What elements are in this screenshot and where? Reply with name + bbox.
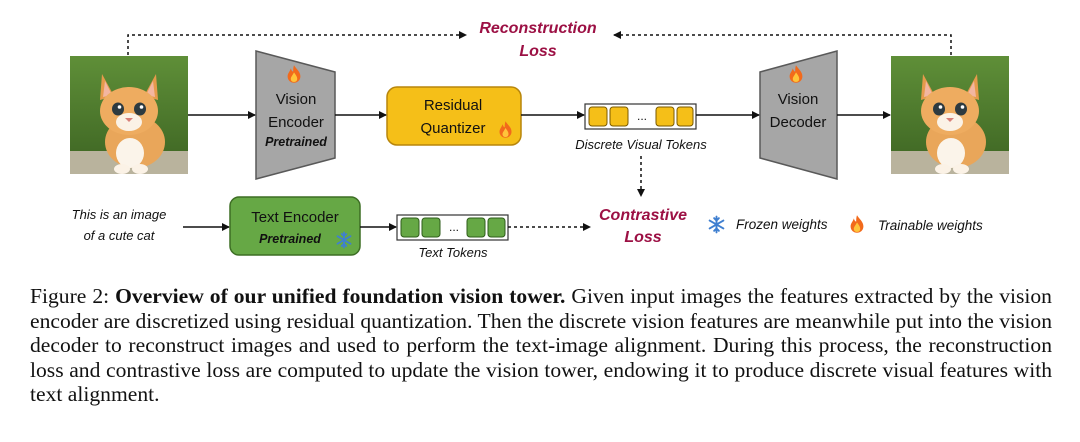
text-encoder-block [229,196,361,256]
fire-icon [850,215,864,233]
vision-decoder-block [759,50,838,180]
figure-caption: Figure 2: Overview of our unified founda… [30,284,1052,407]
text-token [466,217,486,238]
caption-body: Given input images the features extracte… [30,284,1052,407]
vision-decoder-label-1: Vision [778,91,819,108]
caption-figure-label: Figure 2: [30,284,110,308]
text-token [487,217,506,238]
visual-token [609,106,629,127]
vision-encoder-label-2: Encoder [268,114,324,131]
text-token-ellipsis: ... [449,220,459,234]
text-token [400,217,420,238]
reconstruction-arrow-right [613,31,952,55]
architecture-diagram: Reconstruction Loss Vision Encoder Pretr… [70,20,1009,260]
residual-quantizer-label-1: Residual [424,97,482,114]
visual-token [588,106,608,127]
contrastive-loss-label-2: Loss [624,229,661,246]
text-tokens-label: Text Tokens [418,245,488,260]
discrete-visual-tokens-label: Discrete Visual Tokens [575,137,707,152]
text-token [421,217,441,238]
contrastive-loss-label-1: Contrastive [599,207,687,224]
legend-trainable-weights: Trainable weights [878,218,983,233]
reconstruction-arrow-left [127,31,467,55]
residual-quantizer-label-2: Quantizer [420,120,485,137]
vision-encoder-label-1: Vision [276,91,317,108]
output-kitten-image [891,56,1009,174]
text-input-line-2: of a cute cat [84,228,156,243]
vision-decoder-label-2: Decoder [770,114,827,131]
visual-token [655,106,675,127]
visual-token [676,106,694,127]
input-kitten-image [70,56,188,174]
residual-quantizer-block [386,86,522,146]
visual-token-ellipsis: ... [637,109,647,123]
text-encoder-label: Text Encoder [251,209,339,226]
snowflake-icon [708,215,725,234]
reconstruction-loss-label-2: Loss [519,43,556,60]
vision-encoder-pretrained-tag: Pretrained [265,135,327,149]
vision-encoder-block [255,50,336,180]
text-input-line-1: This is an image [72,207,167,222]
caption-bold-title: Overview of our unified foundation visio… [115,284,566,308]
reconstruction-loss-label: Reconstruction [479,20,597,37]
legend-frozen-weights: Frozen weights [736,217,828,232]
text-encoder-pretrained-tag: Pretrained [259,232,321,246]
